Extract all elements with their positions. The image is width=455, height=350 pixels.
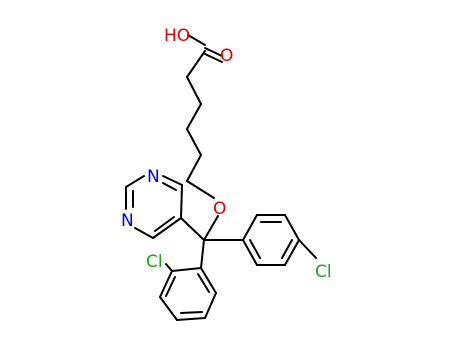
carbonyl-oxygen-label: O [220,46,233,66]
atom-labels: HO O O N N Cl Cl [121,26,332,282]
hydroxyl-label: HO [164,26,190,46]
bond-pyr-3 [125,175,145,188]
bond-carbonyl-double-b [204,53,223,63]
bond-ocp-6 [200,267,217,294]
bond-chain-5 [186,154,202,182]
bond-cp-inner-2 [281,239,293,259]
bond-carbonyl-double-a [204,47,223,57]
bond-pyr-6 [152,217,182,239]
bond-ocp-chlorine [165,263,173,272]
bond-cp-6 [242,239,258,266]
bonds [125,34,317,321]
bond-chain-4 [186,128,202,156]
bond-cp-4 [284,239,300,266]
bond-ocp-1 [171,267,202,272]
ether-oxygen-label: O [213,199,226,219]
bond-ho-carbonyl [187,34,206,46]
bond-pyr-inner-3 [154,216,175,232]
pyrimidine-nitrogen-top-label: N [147,167,160,187]
bond-ocp-3 [159,296,178,321]
bond-chain-3 [186,103,202,130]
bond-ocp-inner-1 [165,276,176,297]
bond-ocp-4 [176,317,206,321]
bond-cp-inner-3 [249,239,261,259]
ortho-chlorine-label: Cl [146,252,163,272]
bond-pyr-1 [180,184,183,219]
bond-pyr-2 [162,175,183,186]
bond-cp-chlorine [298,239,317,259]
bond-quat-pyrimidine [180,217,205,241]
bond-ocp-inner-2 [180,311,203,314]
bond-chain-2 [186,76,202,105]
bond-ether-quat [203,215,219,241]
bond-pyr-inner-1 [162,182,177,191]
bond-ocp-5 [204,292,217,319]
bond-cp-3 [284,214,300,241]
bond-cp-1 [242,214,258,241]
bond-ocp-2 [159,270,173,298]
pyrimidine-nitrogen-left-label: N [121,211,134,231]
bond-pyr-5 [134,227,154,239]
bond-ocp-inner-3 [197,273,210,293]
bond-chain-6 [186,180,215,199]
bond-quat-o-chlorophenyl [200,239,205,269]
bond-chain-1 [186,50,206,78]
para-chlorine-label: Cl [315,262,332,282]
